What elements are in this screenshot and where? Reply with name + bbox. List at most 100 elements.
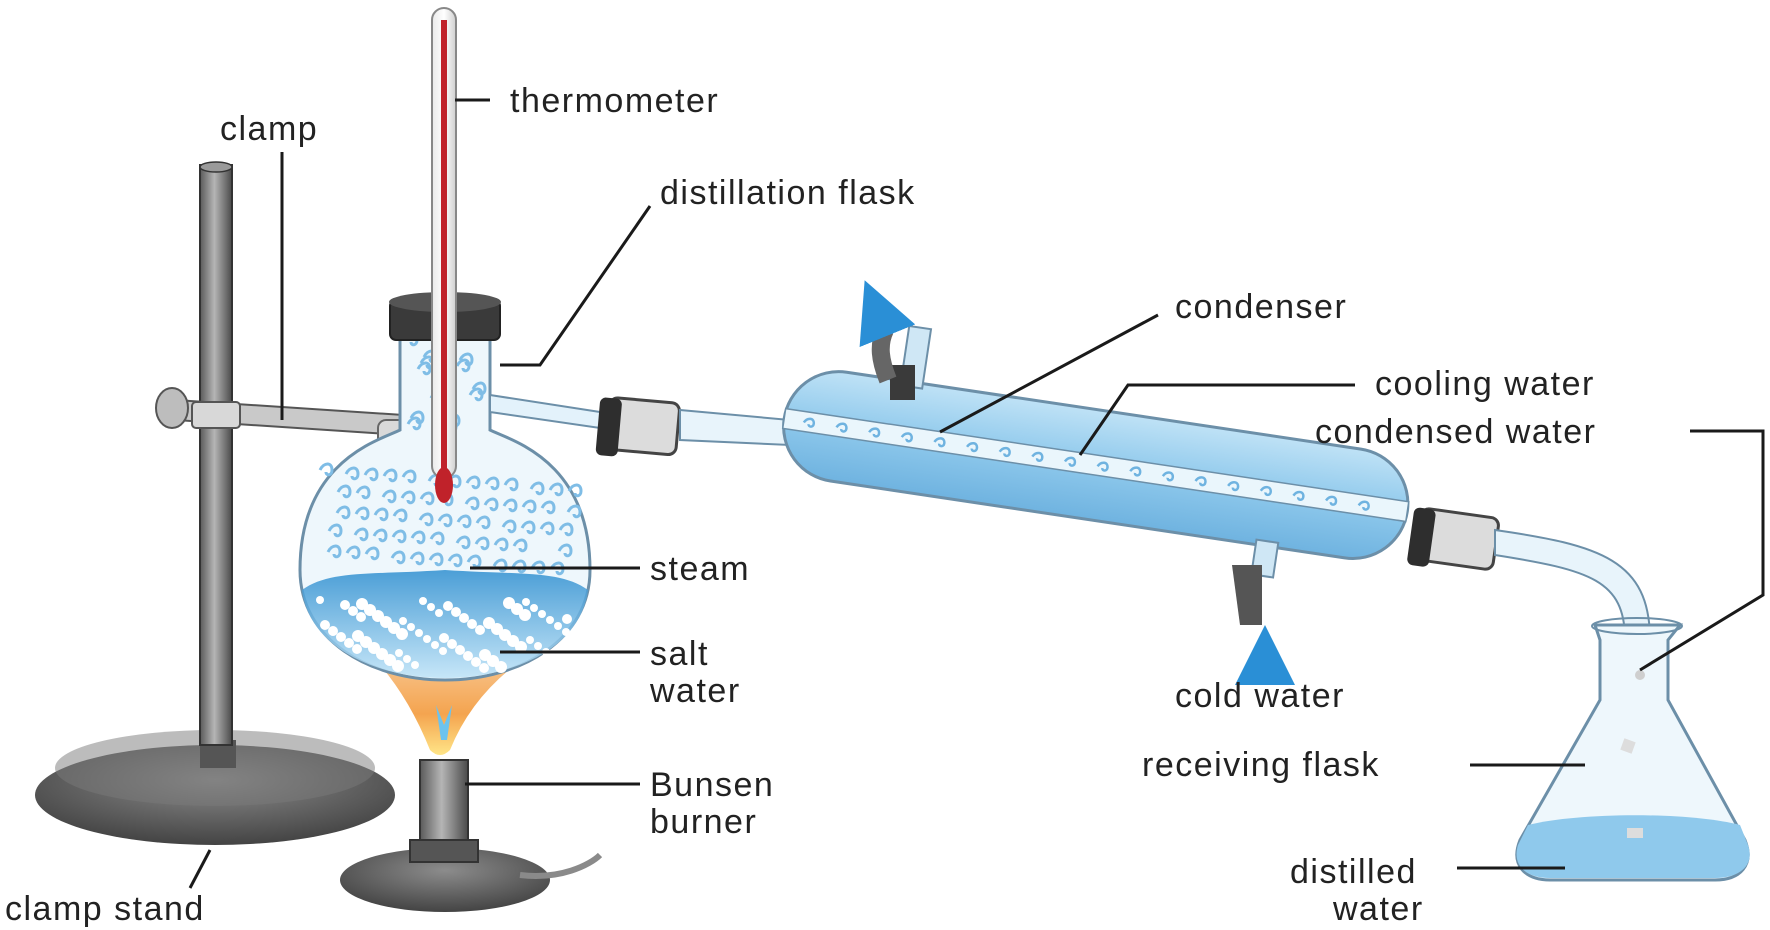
bubble (411, 661, 419, 669)
leader-lines (188, 98, 1765, 889)
bubble (328, 626, 338, 636)
leader-distillation-flask (500, 205, 652, 367)
bubble (550, 654, 558, 662)
steam-squiggle (344, 466, 360, 481)
bubble (479, 663, 489, 673)
bubble (443, 601, 453, 611)
receiving-flask (1515, 617, 1750, 882)
bunsen-burner (340, 759, 603, 912)
bubble (558, 660, 566, 668)
steam-squiggle (335, 505, 351, 520)
bubble (439, 647, 447, 655)
steam-squiggle (558, 522, 574, 537)
bubble (467, 619, 477, 629)
steam-squiggle (483, 497, 499, 512)
bubble (340, 600, 350, 610)
bubble (503, 597, 515, 609)
bubble (447, 639, 457, 649)
steam-squiggle (464, 496, 480, 511)
bubble (316, 652, 326, 662)
label-steam: steam (650, 550, 750, 588)
bubble (336, 632, 346, 642)
steam-squiggle (567, 483, 583, 498)
steam-squiggle (566, 504, 582, 519)
steam-squiggle (512, 538, 528, 553)
bubble (526, 636, 534, 644)
condensing-vapor (835, 422, 848, 433)
bubble (356, 612, 366, 622)
bubble (530, 604, 538, 612)
label-distilled-water-line2: water (1332, 890, 1424, 928)
bubble (546, 616, 554, 624)
bubble (403, 655, 411, 663)
condensing-vapor (1194, 476, 1207, 487)
steam-squiggle (409, 410, 425, 425)
bubble (479, 649, 491, 661)
steam-squiggle (363, 467, 379, 482)
bubble (435, 609, 443, 617)
steam-squiggle (539, 521, 555, 536)
leader-condensed-water (1639, 429, 1765, 672)
steam-squiggle (493, 537, 509, 552)
condensing-vapor (933, 437, 946, 448)
label-condensed-water: condensed water (1315, 413, 1596, 451)
bubble (356, 598, 368, 610)
bubble (562, 614, 572, 624)
bubble (471, 657, 481, 667)
label-clamp: clamp (220, 110, 318, 148)
thermometer (431, 7, 457, 503)
label-salt-water-line1: salt (650, 635, 709, 673)
bubble (352, 630, 364, 642)
cooling-water-outlet (859, 280, 916, 400)
steam-squiggle (390, 550, 406, 565)
clamp-stand (35, 161, 395, 845)
steam-squiggle (521, 499, 537, 514)
steam-squiggle (437, 513, 453, 528)
steam-squiggle (455, 535, 471, 550)
steam-squiggle (327, 523, 343, 538)
bubble (399, 617, 407, 625)
condensing-vapor (1031, 451, 1044, 463)
label-receiving-flask: receiving flask (1142, 746, 1380, 784)
steam-squiggle (392, 508, 408, 523)
bubble (475, 625, 485, 635)
condensing-vapor (1129, 466, 1142, 477)
condensing-vapor (1096, 461, 1109, 472)
steam-squiggle (475, 515, 491, 530)
bubble (522, 598, 530, 606)
condensing-vapor (1161, 471, 1174, 482)
steam-squiggle (382, 468, 398, 483)
label-condenser: condenser (1175, 288, 1347, 326)
bubble (463, 651, 473, 661)
condensing-vapor (1325, 495, 1338, 506)
leader-clamp-stand (188, 849, 212, 889)
bubble (439, 633, 449, 643)
steam-squiggle (503, 477, 519, 492)
bubble (423, 635, 431, 643)
steam-squiggle (373, 507, 389, 522)
condenser (781, 324, 1410, 579)
steam-squiggle (391, 529, 407, 544)
bubble (407, 623, 415, 631)
steam-squiggle (520, 520, 536, 535)
bubble (415, 629, 423, 637)
steam-squiggle (400, 490, 416, 505)
bubble (451, 607, 461, 617)
labels: thermometer clamp distillation flask con… (5, 82, 1596, 928)
clamp-stand-rod (199, 164, 233, 746)
condensing-vapor (1259, 485, 1272, 497)
condenser-adapter-right (1407, 507, 1651, 661)
leader-condenser (939, 313, 1159, 434)
condenser-adapter-left (595, 396, 791, 457)
steam-squiggle (318, 462, 334, 477)
bubble (562, 628, 570, 636)
condensing-vapor (998, 446, 1011, 458)
label-clamp-stand: clamp stand (5, 890, 205, 928)
condensing-vapor (868, 427, 881, 438)
steam-squiggle (372, 528, 388, 543)
bubble (316, 596, 324, 604)
label-distillation-flask: distillation flask (660, 174, 916, 212)
steam-squiggle (429, 531, 445, 546)
